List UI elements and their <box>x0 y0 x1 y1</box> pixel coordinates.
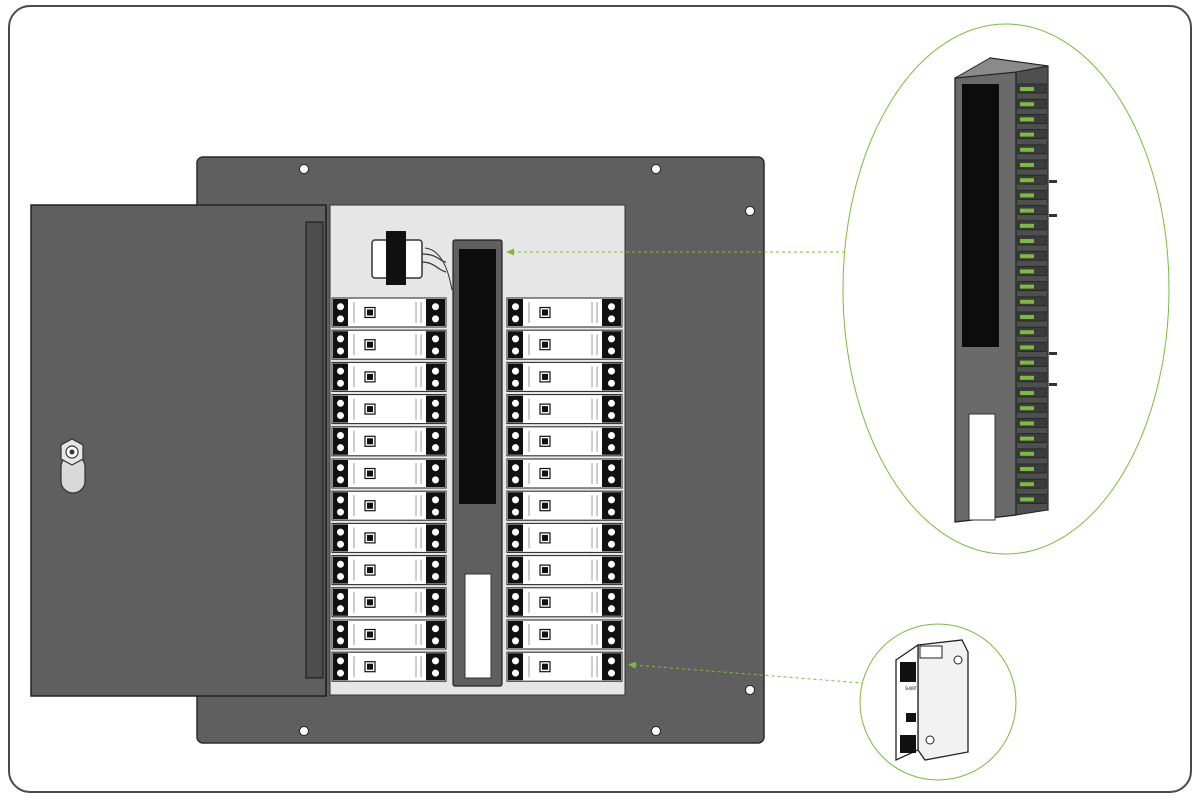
bus-bar-detail-callout <box>842 23 1170 555</box>
bus-bar-tooth <box>1017 433 1047 444</box>
breaker-module <box>506 587 623 618</box>
breaker-module <box>506 619 623 650</box>
bus-bar-tooth <box>1017 357 1047 368</box>
bus-bar-tooth <box>1017 372 1047 383</box>
mounting-hole-icon <box>745 206 755 216</box>
mounting-hole-icon <box>299 726 309 736</box>
bus-bar-tooth <box>1017 83 1047 94</box>
bus-bar-tooth <box>1017 417 1047 428</box>
transformer-icon <box>371 231 453 291</box>
breaker-module <box>331 490 447 521</box>
bus-bar-tooth <box>1017 235 1047 246</box>
bus-bar-tooth <box>1017 144 1047 155</box>
mounting-hole-icon <box>651 726 661 736</box>
mounting-holes <box>299 164 755 736</box>
breaker-module <box>506 490 623 521</box>
bus-bar-tooth <box>1017 250 1047 261</box>
bus-bar-tooth <box>1017 189 1047 200</box>
center-bus-bar <box>452 239 503 687</box>
bus-bar-tooth <box>1017 281 1047 292</box>
diagram-frame <box>8 5 1192 793</box>
breaker-detail-callout: SHUNT <box>859 623 1017 781</box>
breaker-module <box>506 458 623 489</box>
breaker-module <box>331 361 447 392</box>
mounting-hole-icon <box>299 164 309 174</box>
bus-bar-tooth <box>1017 98 1047 109</box>
breaker-module <box>331 619 447 650</box>
breaker-module <box>506 329 623 360</box>
bus-bar-tooth <box>1017 174 1047 185</box>
bus-bar-tooth <box>1017 478 1047 489</box>
bus-bar-teeth <box>1017 83 1047 504</box>
breaker-module <box>331 522 447 553</box>
breaker-module <box>506 555 623 586</box>
breaker-module <box>331 555 447 586</box>
breaker-column-left <box>331 297 447 682</box>
bus-bar-tooth <box>1017 463 1047 474</box>
breaker-module <box>331 426 447 457</box>
door-lock-icon <box>60 438 86 494</box>
bus-bar-tooth <box>1017 114 1047 124</box>
bus-bar-tooth <box>1017 448 1047 459</box>
breaker-module <box>331 651 447 682</box>
breaker-module <box>331 329 447 360</box>
bus-bar-tooth <box>1017 159 1047 170</box>
breaker-module <box>331 297 447 328</box>
breaker-module <box>506 651 623 682</box>
bus-bar-tooth <box>1017 341 1047 352</box>
callout-leaders <box>506 248 863 684</box>
bus-bar-tooth <box>1017 220 1047 231</box>
bus-bar-tooth <box>1017 402 1047 413</box>
breaker-leader-line <box>633 664 863 684</box>
bus-bar-tooth <box>1017 387 1047 398</box>
breaker-module <box>331 458 447 489</box>
bus-bar-leader-arrow <box>506 248 514 256</box>
breaker-module <box>506 522 623 553</box>
mounting-hole-icon <box>651 164 661 174</box>
bus-bar-tooth <box>1017 205 1047 216</box>
breaker-column-right <box>506 297 623 682</box>
bus-bar-tooth <box>1017 493 1047 504</box>
breaker-module <box>506 361 623 392</box>
bus-bar-tooth <box>1017 311 1047 322</box>
breaker-module <box>331 587 447 618</box>
bus-bar-tooth <box>1017 129 1047 140</box>
breaker-leader-arrow <box>628 661 636 669</box>
breaker-module <box>506 394 623 425</box>
bus-bar-tooth <box>1017 326 1047 337</box>
breaker-module <box>506 426 623 457</box>
breaker-detail-side-text: SHUNT <box>905 686 918 691</box>
bus-bar-tooth <box>1017 296 1047 307</box>
mounting-hole-icon <box>745 685 755 695</box>
bus-bar-tooth <box>1017 265 1047 276</box>
breaker-module <box>506 297 623 328</box>
breaker-module <box>331 394 447 425</box>
